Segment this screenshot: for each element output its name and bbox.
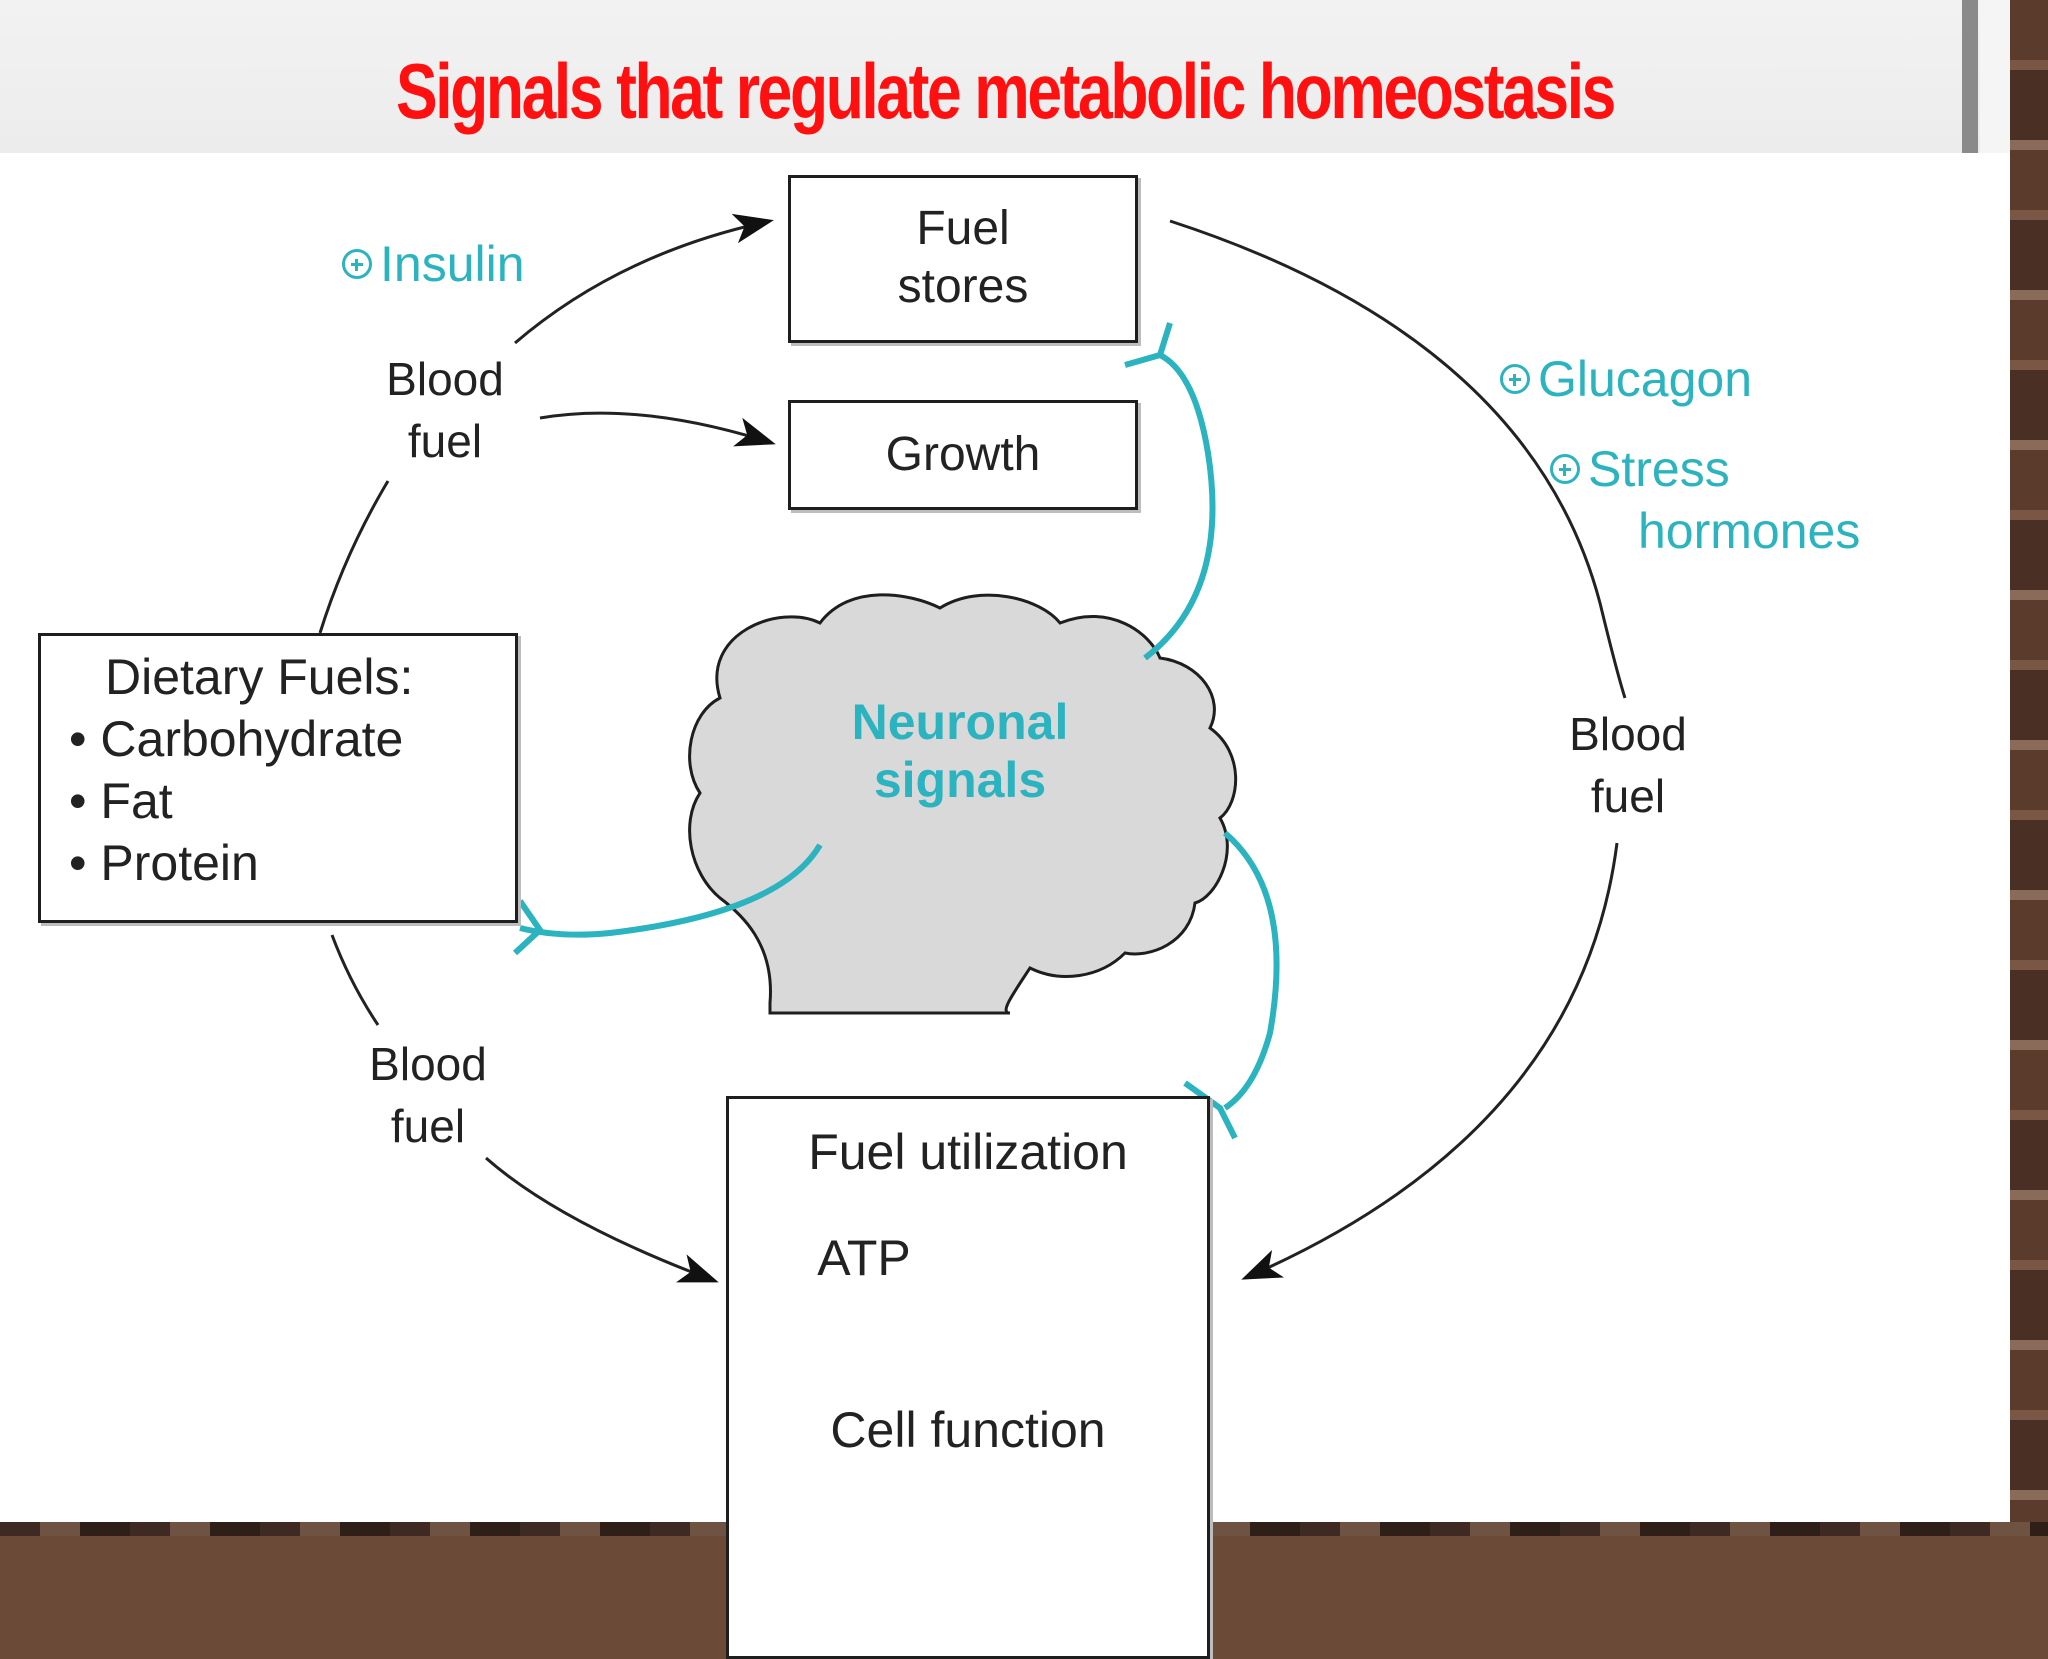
signal-fork-fuel-utilization: [1183, 1080, 1238, 1140]
arrow-blood-to-fuel-utilization: [485, 1156, 719, 1283]
plus-circle-icon: [1500, 363, 1530, 394]
signal-line-to-dietary: [519, 843, 823, 938]
slide-title: Signals that regulate metabolic homeosta…: [396, 47, 1616, 135]
dietary-fuels-box: Dietary Fuels: • Carbohydrate • Fat • Pr…: [38, 633, 518, 923]
arrow-blood-to-fuel-stores: [514, 213, 774, 345]
stress-label: Stress: [1588, 441, 1730, 497]
signal-fork-fuel-stores: [1124, 322, 1173, 368]
plus-circle-icon: [1550, 453, 1580, 484]
dietary-fuels-heading: Dietary Fuels:: [105, 649, 414, 705]
dietary-item: • Protein: [69, 835, 259, 891]
insulin-signal: Insulin: [342, 233, 525, 295]
arrow-fuel-stores-to-blood-right: [1169, 219, 1627, 699]
fuel-stores-label-line2: stores: [897, 260, 1029, 313]
atp-label: ATP: [817, 1230, 911, 1286]
blood-fuel-line1: Blood: [1569, 708, 1687, 760]
blood-fuel-line2: fuel: [390, 1100, 466, 1152]
glucagon-label: Glucagon: [1538, 351, 1753, 407]
arrow-blood-right-to-fuel-utilization: [1241, 842, 1619, 1280]
hormones-label: hormones: [1638, 503, 1861, 559]
blood-fuel-label-bottom-left: Blood fuel: [338, 1033, 518, 1157]
neuronal-signals-line2: signals: [873, 752, 1047, 808]
signal-fork-dietary: [512, 899, 544, 956]
background-bricks: [2010, 0, 2048, 1536]
stress-hormones-signal: Stress hormones: [1550, 438, 1860, 562]
dietary-item: • Fat: [69, 773, 173, 829]
fuel-stores-box: Fuel stores: [788, 175, 1138, 343]
neuronal-signals-label: Neuronal signals: [800, 693, 1120, 809]
blood-fuel-label-top-left: Blood fuel: [355, 348, 535, 472]
title-accent-bar: [1962, 0, 1978, 153]
signal-line-to-fuel-utilization: [1223, 830, 1280, 1111]
fuel-stores-label-line1: Fuel: [916, 202, 1010, 255]
blood-fuel-label-right: Blood fuel: [1538, 703, 1718, 827]
blood-fuel-line2: fuel: [407, 415, 483, 467]
line-dietary-to-blood-top: [318, 480, 390, 634]
insulin-label: Insulin: [380, 236, 525, 292]
blood-fuel-line1: Blood: [386, 353, 504, 405]
signal-line-to-fuel-stores: [1143, 352, 1216, 661]
glucagon-signal: Glucagon: [1500, 348, 1752, 410]
blood-fuel-line2: fuel: [1590, 770, 1666, 822]
neuronal-signals-line1: Neuronal: [851, 694, 1069, 750]
growth-label: Growth: [885, 428, 1041, 481]
fuel-utilization-box: Fuel utilization ATP Cell function: [726, 1096, 1210, 1659]
diagram-panel: Fuel stores Growth Dietary Fuels: • Carb…: [0, 153, 2010, 1659]
arrow-blood-to-growth: [539, 411, 776, 447]
brain-shape: [688, 593, 1238, 1015]
fuel-utilization-heading: Fuel utilization: [808, 1124, 1128, 1180]
line-dietary-to-blood-bottom: [330, 934, 380, 1026]
growth-box: Growth: [788, 400, 1138, 510]
dietary-item: • Carbohydrate: [69, 711, 404, 767]
plus-circle-icon: [342, 248, 372, 279]
title-band: [0, 0, 1980, 153]
blood-fuel-line1: Blood: [369, 1038, 487, 1090]
cell-function-label: Cell function: [830, 1402, 1106, 1458]
